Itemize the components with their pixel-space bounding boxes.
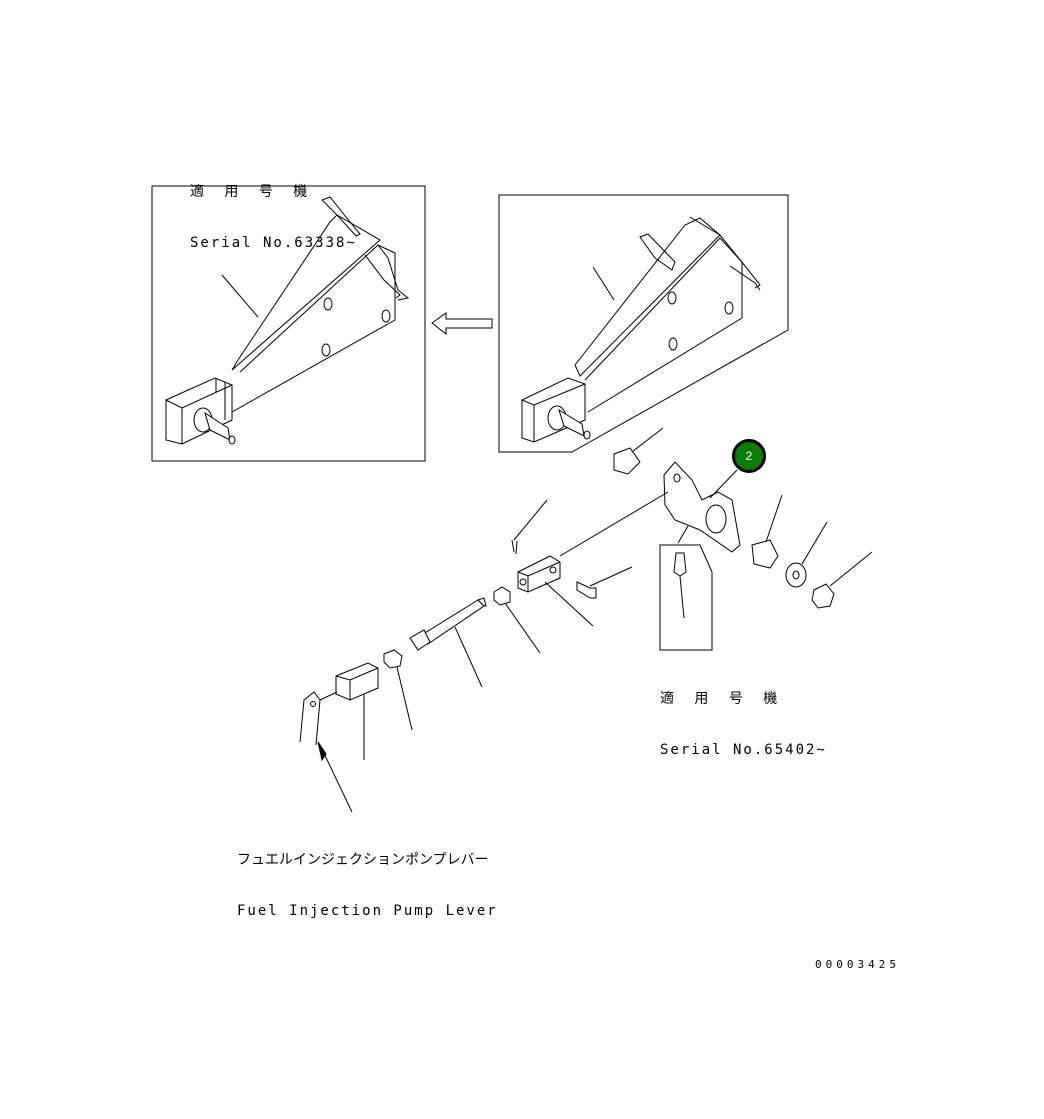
inset-left-bracket [151, 185, 426, 462]
serial-new-en: Serial No.65402~ [660, 742, 827, 758]
serial-label-new: 適 用 号 機 Serial No.65402~ [660, 657, 827, 793]
serial-new-jp: 適 用 号 機 [660, 691, 784, 707]
linkage-rod-assembly [299, 499, 633, 813]
serial-old-jp: 適 用 号 機 [190, 184, 314, 200]
pump-lever-en: Fuel Injection Pump Lever [237, 903, 498, 919]
serial-old-en: Serial No.63338~ [190, 235, 357, 251]
pump-lever-label: フュエルインジェクションポンプレバー Fuel Injection Pump L… [237, 818, 498, 954]
pump-lever-jp: フュエルインジェクションポンプレバー [237, 852, 489, 868]
serial-label-old: 適 用 号 機 Serial No.63338~ [190, 150, 357, 286]
inset-right-bracket [498, 194, 789, 453]
callout-number: 2 [745, 449, 753, 463]
document-number: 00003425 [815, 958, 900, 971]
part-callout-2[interactable]: 2 [732, 439, 766, 473]
lever-assembly [559, 427, 873, 651]
replacement-arrow [431, 312, 493, 336]
